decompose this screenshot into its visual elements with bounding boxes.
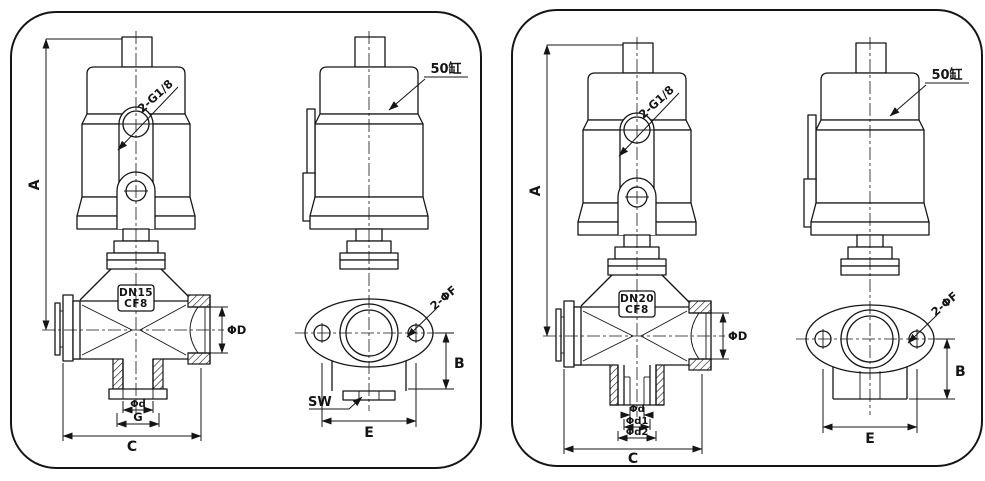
front-view: DN20 CF8 A ΦD	[528, 37, 747, 465]
dimension-bore2: Φd2	[617, 427, 657, 442]
dimension-c: C	[563, 369, 703, 465]
dim-c-label: C	[628, 451, 638, 465]
dim-e-label: E	[865, 431, 875, 447]
dn20-diagram-panel: DN20 CF8 A ΦD	[511, 9, 983, 467]
bore2-diameter-label: Φd2	[626, 427, 649, 438]
dim-g-label: G	[133, 410, 142, 424]
valve-body: DN20 CF8	[555, 274, 712, 406]
side-view: 50缸 2-ΦF SW	[295, 31, 468, 441]
front-view: DN15 CF8 A ΦD	[27, 31, 246, 455]
dn15-diagram-panel: DN15 CF8 A ΦD	[10, 11, 482, 469]
dim-b-label: B	[955, 364, 966, 380]
dimension-e: E	[822, 369, 918, 447]
body-spec-line1: DN20	[620, 293, 654, 305]
body-spec-line1: DN15	[119, 287, 153, 299]
bolt-hole-label: 2-ΦF	[427, 283, 459, 313]
pneumatic-actuator-side	[803, 42, 930, 236]
bore-diameter-label: Φd	[629, 404, 645, 415]
dimension-bore: Φd	[122, 399, 154, 414]
dimension-outlet-diameter: ΦD	[711, 312, 747, 360]
wrench-size-label: SW	[308, 395, 332, 410]
dimension-c: C	[62, 363, 202, 455]
side-view: 50缸 2-ΦF B E	[796, 37, 969, 447]
dimension-g: G	[116, 410, 160, 428]
dimension-outlet-diameter: ΦD	[210, 306, 246, 354]
dimension-bore1: Φd1	[623, 416, 651, 431]
cylinder-callout: 50缸	[388, 61, 468, 111]
bore-diameter-label: Φd	[130, 399, 146, 410]
pneumatic-actuator	[76, 36, 196, 230]
cylinder-size-label: 50缸	[931, 67, 962, 83]
pneumatic-actuator-side	[302, 36, 429, 230]
outlet-diameter-label: ΦD	[227, 323, 246, 337]
dimension-e: E	[321, 363, 417, 441]
dimension-a: A	[27, 38, 122, 331]
valve-body: DN15 CF8	[54, 268, 211, 400]
dim-a-label: A	[27, 179, 43, 190]
dimension-a: A	[528, 44, 623, 337]
dim-e-label: E	[364, 425, 374, 441]
dim-a-label: A	[528, 185, 544, 196]
dimension-bore: Φd	[620, 404, 654, 419]
dn15-drawing: DN15 CF8 A ΦD	[27, 31, 468, 455]
cylinder-size-label: 50缸	[430, 61, 461, 77]
cylinder-callout: 50缸	[889, 67, 969, 117]
bolt-hole-label: 2-ΦF	[928, 289, 960, 319]
dn20-drawing: DN20 CF8 A ΦD	[528, 37, 969, 465]
bore1-diameter-label: Φd1	[626, 416, 649, 427]
dim-c-label: C	[127, 439, 137, 455]
dim-b-label: B	[454, 356, 465, 372]
outlet-diameter-label: ΦD	[728, 329, 747, 343]
